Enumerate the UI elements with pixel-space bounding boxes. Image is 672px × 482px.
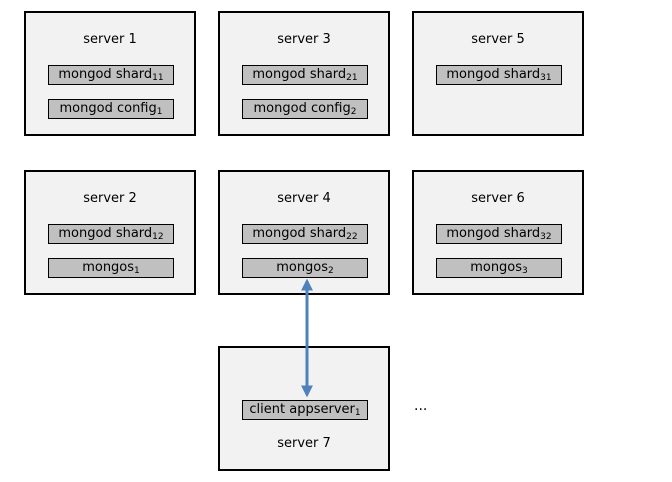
process-subscript: 2 (350, 107, 357, 117)
process-mongos-1: mongos1 (48, 258, 174, 278)
server-box-2: server 2 mongod shard12 mongos1 (24, 170, 196, 295)
process-mongod-shard-11: mongod shard11 (48, 65, 174, 85)
server-title: server 1 (83, 32, 137, 47)
process-subscript: 11 (152, 73, 164, 83)
process-mongos-3: mongos3 (436, 258, 562, 278)
process-subscript: 2 (328, 266, 334, 276)
server-box-3: server 3 mongod shard21 mongod config2 (218, 11, 390, 136)
server-box-6: server 6 mongod shard32 mongos3 (412, 170, 584, 295)
process-name: mongod shard (58, 226, 153, 241)
process-name: mongod shard (446, 67, 541, 82)
process-name: mongos (276, 260, 329, 275)
server-title: server 2 (83, 191, 137, 206)
process-subscript: 1 (156, 107, 163, 117)
process-subscript: 21 (346, 73, 358, 83)
process-subscript: 3 (522, 266, 528, 276)
server-title: server 7 (277, 436, 331, 451)
process-name: mongod shard (252, 67, 347, 82)
server-title: server 5 (471, 32, 525, 47)
server-title: server 6 (471, 191, 525, 206)
process-subscript: 1 (134, 266, 140, 276)
process-name: mongod config (253, 101, 351, 116)
process-subscript: 32 (540, 232, 552, 242)
process-name: client appserver (249, 402, 355, 417)
process-mongod-shard-21: mongod shard21 (242, 65, 368, 85)
process-mongod-shard-22: mongod shard22 (242, 224, 368, 244)
server-box-4: server 4 mongod shard22 mongos2 (218, 170, 390, 295)
server-box-5: server 5 mongod shard31 (412, 11, 584, 136)
process-name: mongod shard (58, 67, 153, 82)
process-mongod-shard-12: mongod shard12 (48, 224, 174, 244)
process-mongod-shard-32: mongod shard32 (436, 224, 562, 244)
process-name: mongod config (59, 101, 157, 116)
process-name: mongos (82, 260, 135, 275)
process-subscript: 31 (540, 73, 552, 83)
process-name: mongod shard (252, 226, 347, 241)
process-mongod-config-2: mongod config2 (242, 99, 368, 119)
process-mongos-2: mongos2 (242, 258, 368, 278)
process-client-appserver-1: client appserver1 (242, 400, 368, 420)
process-name: mongos (470, 260, 523, 275)
process-subscript: 12 (152, 232, 164, 242)
process-name: mongod shard (446, 226, 541, 241)
process-mongod-config-1: mongod config1 (48, 99, 174, 119)
more-servers-ellipsis: ... (414, 398, 428, 414)
server-title: server 4 (277, 191, 331, 206)
server-title: server 3 (277, 32, 331, 47)
process-mongod-shard-31: mongod shard31 (436, 65, 562, 85)
process-subscript: 22 (346, 232, 358, 242)
server-box-1: server 1 mongod shard11 mongod config1 (24, 11, 196, 136)
process-subscript: 1 (354, 408, 361, 418)
